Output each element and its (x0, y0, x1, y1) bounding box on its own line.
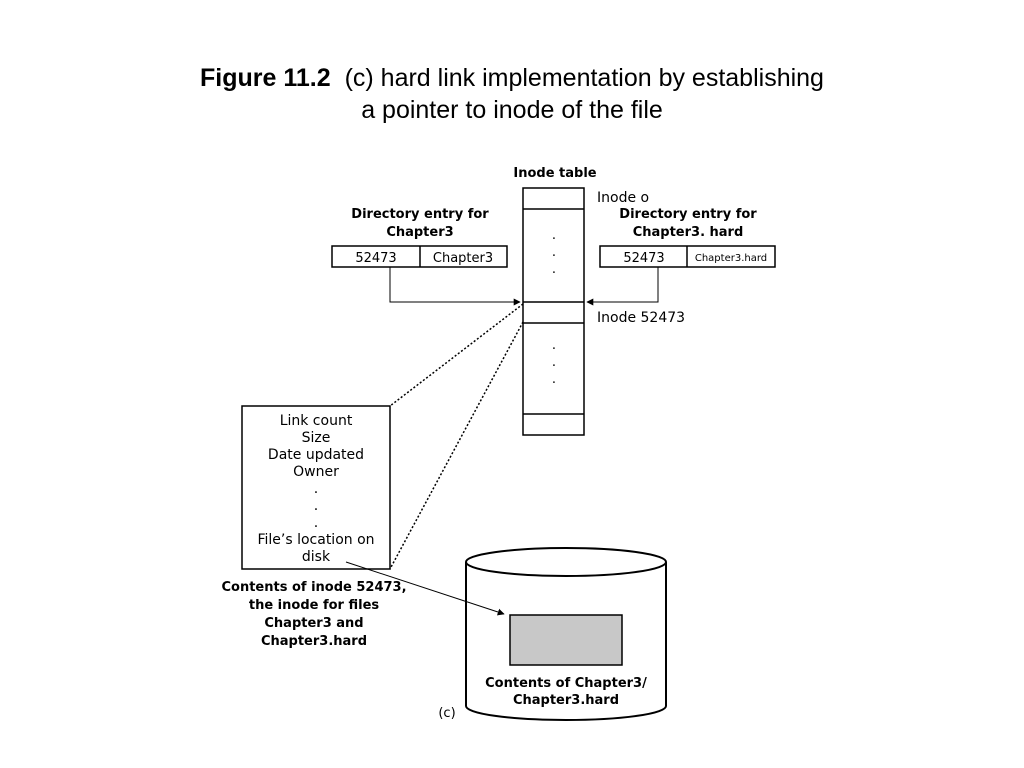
inode-dot-1: . (552, 228, 556, 243)
right-entry-inode-number: 52473 (623, 251, 664, 266)
right-entry-heading-2: Chapter3. hard (633, 225, 744, 240)
inode-zoom-line-bottom (389, 321, 524, 570)
inode-table (522, 187, 585, 436)
inode-dot-3: . (552, 262, 556, 277)
disk-caption-1: Contents of Chapter3/ (485, 676, 647, 691)
figure-title-text-2: a pointer to inode of the file (361, 96, 663, 124)
left-entry-heading-2: Chapter3 (386, 225, 453, 240)
file-data-block (509, 614, 623, 666)
left-entry-filename: Chapter3 (433, 251, 493, 266)
figure-title: Figure 11.2 (c) hard link implementation… (0, 62, 1024, 126)
inode-dot-4: . (552, 338, 556, 353)
inode-field-dot-2: . (314, 498, 318, 514)
disk-cylinder-top (465, 547, 667, 577)
inode-field-date-updated: Date updated (268, 447, 364, 463)
inode-zero-label: Inode o (597, 190, 649, 206)
disk-caption-2: Chapter3.hard (513, 693, 619, 708)
inode-field-dot-3: . (314, 515, 318, 531)
inode-table-header: Inode table (513, 166, 596, 181)
left-entry-heading-1: Directory entry for (351, 207, 489, 222)
disk-location-arrow (345, 561, 505, 616)
right-entry-heading-1: Directory entry for (619, 207, 757, 222)
inode-caption-3: Chapter3 and (264, 616, 363, 631)
inode-caption-2: the inode for files (249, 598, 380, 613)
inode-field-link-count: Link count (280, 413, 353, 429)
right-entry-filename: Chapter3.hard (695, 253, 767, 264)
right-entry-pointer-arrow (586, 267, 659, 306)
inode-field-dot-1: . (314, 481, 318, 497)
inode-field-location-1: File’s location on (257, 532, 374, 548)
inode-field-owner: Owner (293, 464, 339, 480)
subfigure-label: (c) (438, 706, 455, 721)
inode-field-location-2: disk (302, 549, 331, 565)
inode-field-size: Size (302, 430, 331, 446)
inode-caption-1: Contents of inode 52473, (221, 580, 406, 595)
inode-caption-4: Chapter3.hard (261, 634, 367, 649)
left-entry-pointer-arrow (389, 267, 521, 306)
inode-dot-5: . (552, 355, 556, 370)
figure-label: Figure 11.2 (200, 64, 331, 92)
figure-title-text-1: (c) hard link implementation by establis… (344, 64, 824, 92)
left-entry-inode-number: 52473 (355, 251, 396, 266)
inode-dot-2: . (552, 245, 556, 260)
inode-dot-6: . (552, 372, 556, 387)
inode-zoom-line-top (389, 303, 524, 407)
figure-title-line-1: Figure 11.2 (c) hard link implementation… (0, 62, 1024, 94)
inode-contents-box (241, 405, 391, 570)
inode-target-label: Inode 52473 (597, 310, 685, 326)
